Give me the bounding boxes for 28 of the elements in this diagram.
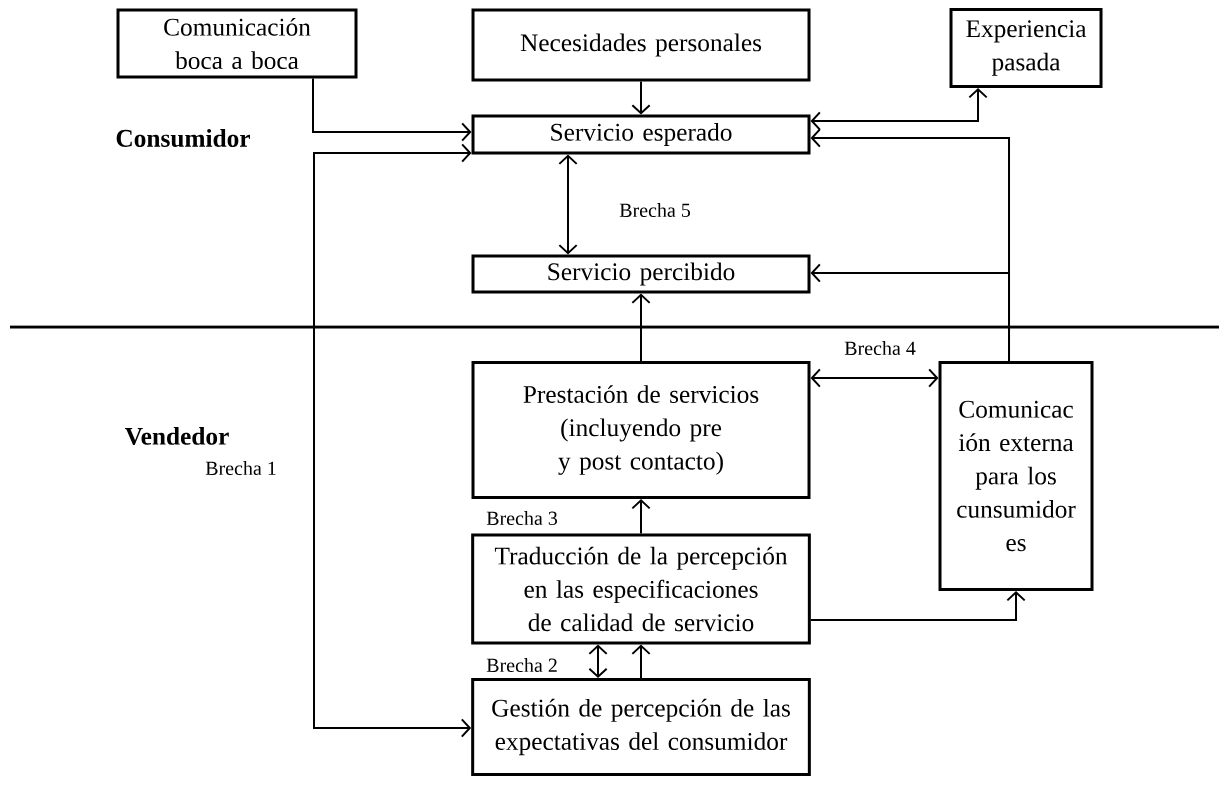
edge-label: Brecha 2	[484, 656, 560, 674]
arrow	[631, 80, 651, 115]
process-box: Servicio percibido	[471, 254, 811, 294]
process-box: Servicio esperado	[471, 114, 811, 155]
process-box: Comunicación boca a boca	[116, 8, 358, 79]
arrow	[631, 293, 651, 362]
process-box: Traducción de la percepción en las especificaciones de calidad de servicio	[471, 533, 811, 645]
process-box: Necesidades personales	[471, 8, 811, 82]
arrow	[810, 368, 939, 388]
arrow	[810, 88, 988, 131]
arrow	[588, 644, 608, 678]
arrow	[312, 77, 472, 142]
arrow	[313, 143, 472, 738]
edge-label: Brecha 3	[484, 509, 560, 527]
arrow	[631, 499, 651, 535]
process-box: Experiencia pasada	[949, 8, 1103, 88]
process-box: Comunicac ión externa para los cunsumidor es	[938, 361, 1094, 591]
process-box: Prestación de servicios (incluyendo pre y post contacto)	[471, 361, 811, 499]
arrow	[809, 591, 1026, 621]
edge-label: Brecha 1	[203, 459, 279, 477]
edge-label: Brecha 4	[842, 339, 918, 357]
process-box: Gestión de percepción de las expectativas del consumidor	[471, 678, 811, 776]
section-label: Vendedor	[125, 427, 229, 445]
arrow	[558, 154, 578, 255]
arrow	[631, 644, 651, 679]
edge-label: Brecha 5	[617, 201, 693, 219]
section-label: Consumidor	[116, 129, 250, 147]
arrow	[810, 263, 1010, 362]
